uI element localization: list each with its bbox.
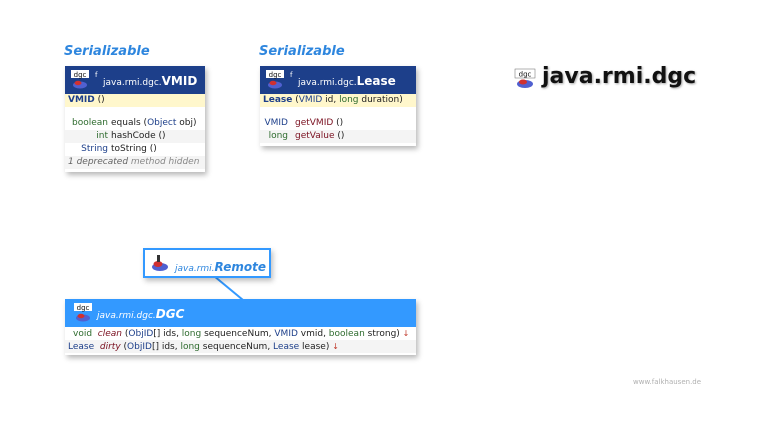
dgc-interface-box: dgc java.rmi.dgc.DGC void clean (ObjID[]…	[65, 299, 416, 355]
lease-interface-label: Serializable	[259, 44, 345, 59]
abstract-marker-icon: ↓	[332, 342, 339, 351]
class-package: java.rmi.dgc.	[298, 78, 357, 88]
abstract-marker-icon: ↓	[402, 329, 410, 338]
method-getvalue: long getValue ()	[260, 130, 416, 143]
method-equals: boolean equals (Object obj)	[72, 118, 197, 128]
method-dirty: Lease dirty (ObjID[] ids, long sequenceN…	[65, 340, 416, 353]
class-name: Lease	[356, 74, 396, 88]
svg-text:dgc: dgc	[77, 304, 90, 312]
lease-class-header: dgc f java.rmi.dgc.Lease	[260, 66, 416, 94]
credit-link[interactable]: www.falkhausen.de	[633, 378, 702, 386]
svg-text:dgc: dgc	[519, 71, 532, 79]
package-icon: dgc	[514, 68, 536, 90]
remote-package: java.rmi.	[175, 264, 215, 274]
class-package: java.rmi.dgc.	[97, 311, 156, 321]
remote-interface-box: java.rmi.Remote	[143, 248, 271, 278]
lease-class-box: dgc f java.rmi.dgc.Lease Lease (VMID id,…	[260, 66, 416, 146]
svg-text:dgc: dgc	[74, 71, 87, 79]
class-badge-icon: dgc	[73, 303, 93, 323]
deprecated-note: 1 deprecated method hidden	[65, 156, 205, 169]
package-name: java.rmi.dgc	[542, 64, 697, 89]
vmid-class-box: dgc f java.rmi.dgc.VMID VMID () boolean …	[65, 66, 205, 172]
final-modifier: f	[95, 71, 98, 79]
class-badge-icon: dgc	[265, 70, 285, 90]
remote-interface-icon	[150, 253, 170, 273]
vmid-interface-label: Serializable	[64, 44, 150, 59]
vmid-class-header: dgc f java.rmi.dgc.VMID	[65, 66, 205, 94]
method-getvmid: VMID getVMID ()	[264, 118, 344, 128]
dgc-interface-header: dgc java.rmi.dgc.DGC	[65, 299, 416, 327]
final-modifier: f	[290, 71, 293, 79]
class-badge-icon: dgc	[70, 70, 90, 90]
class-name: VMID	[161, 74, 198, 88]
lease-constructor: Lease (VMID id, long duration)	[260, 94, 416, 107]
class-name: DGC	[155, 307, 185, 321]
vmid-constructor: VMID ()	[65, 94, 205, 107]
remote-name: Remote	[214, 260, 266, 274]
method-clean: void clean (ObjID[] ids, long sequenceNu…	[73, 329, 410, 339]
svg-text:dgc: dgc	[269, 71, 282, 79]
method-hashcode: int hashCode ()	[65, 130, 205, 143]
class-package: java.rmi.dgc.	[103, 78, 162, 88]
method-tostring: String toString ()	[81, 144, 157, 154]
